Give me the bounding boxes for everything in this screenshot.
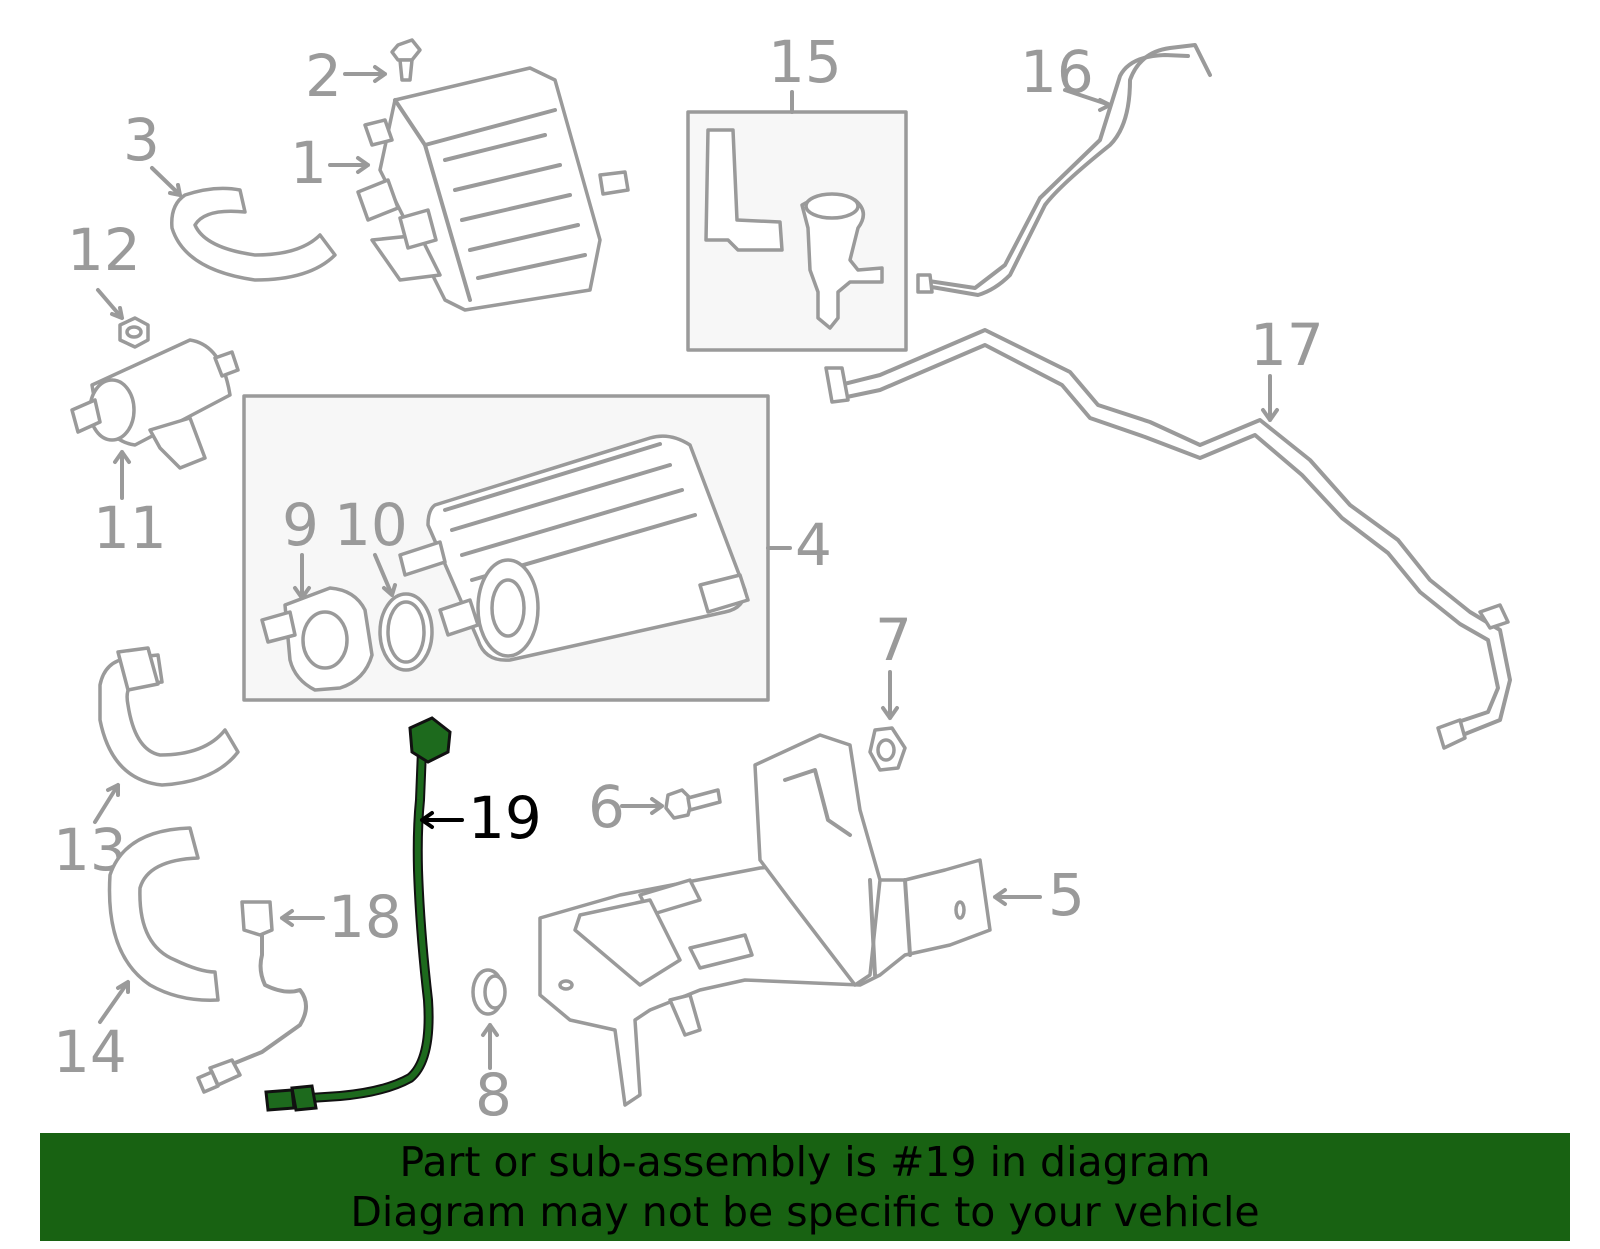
leader-3 [150, 166, 182, 197]
part-12-nut [118, 316, 150, 349]
leader-11 [113, 450, 131, 500]
callout-5: 5 [1048, 861, 1085, 929]
leader-9 [293, 553, 311, 600]
leader-12 [96, 288, 124, 320]
part-19-oxygen-sensor [264, 716, 452, 1112]
part-2-bolt [390, 38, 422, 82]
leader-13 [93, 783, 120, 824]
leader-17 [1261, 374, 1279, 422]
part-10-o-ring [378, 592, 434, 672]
callout-12: 12 [67, 216, 141, 284]
banner-line-2: Diagram may not be specific to your vehi… [350, 1188, 1260, 1236]
part-8-grommet [471, 968, 507, 1016]
callout-4: 4 [795, 511, 832, 579]
leader-18 [280, 909, 325, 927]
leader-19 [420, 811, 464, 829]
callout-18: 18 [328, 883, 402, 951]
callout-8: 8 [475, 1061, 512, 1129]
part-6-bolt [664, 788, 722, 820]
banner-line-1: Part or sub-assembly is #19 in diagram [399, 1138, 1211, 1186]
leader-2 [343, 65, 387, 83]
callout-14: 14 [53, 1018, 127, 1086]
part-3-hose [170, 186, 337, 282]
part-14-hose [107, 826, 220, 1002]
part-7-clip [868, 726, 907, 772]
leader-14 [98, 980, 130, 1024]
part-5-bracket [538, 733, 992, 1107]
callout-10: 10 [334, 491, 408, 559]
callout-2: 2 [305, 42, 342, 110]
part-9-valve [260, 586, 374, 692]
part-17-tube [824, 328, 1512, 750]
leader-5 [993, 888, 1042, 906]
part-18-sensor [196, 900, 308, 1094]
leader-7 [881, 670, 899, 720]
leader-1 [328, 156, 370, 174]
callout-9: 9 [282, 491, 319, 559]
part-16-tube [916, 43, 1212, 297]
callout-1: 1 [290, 129, 327, 197]
callout-3: 3 [123, 106, 160, 174]
callout-7: 7 [875, 606, 912, 674]
part-1-canister [356, 66, 630, 312]
part-13-hose [98, 646, 240, 787]
leader-6 [620, 797, 664, 815]
leader-16 [1063, 88, 1112, 112]
callout-15: 15 [768, 28, 842, 96]
part-11-filter [70, 338, 240, 470]
callout-11: 11 [93, 494, 167, 562]
leader-8 [481, 1023, 499, 1070]
callout-6: 6 [588, 773, 625, 841]
callout-19: 19 [468, 784, 542, 852]
part-15-valve [686, 110, 908, 352]
leader-10 [373, 553, 397, 597]
info-banner: Part or sub-assembly is #19 in diagram D… [40, 1133, 1570, 1241]
callout-17: 17 [1250, 311, 1324, 379]
